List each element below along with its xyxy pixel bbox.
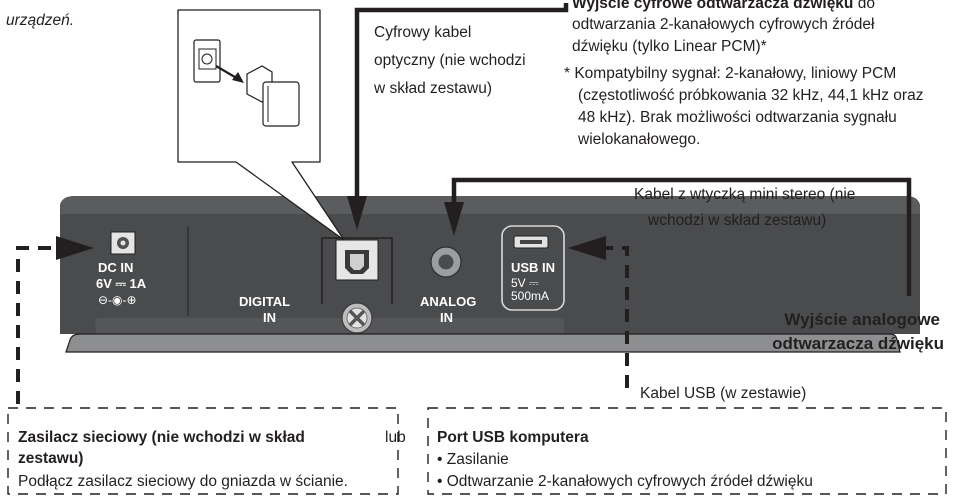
usb-voltage-label: 5V ⎓: [511, 276, 539, 290]
ac-adapter-cable-arrow: [16, 236, 94, 404]
usb-cable-label: Kabel USB (w zestawie): [640, 385, 807, 402]
ac-adapter-title-line2: zestawu): [18, 450, 84, 467]
analog-output-line1: Wyjście analogowe: [784, 310, 940, 329]
ac-adapter-title-line1: Zasilacz sieciowy (nie wchodzi w skład: [18, 429, 305, 446]
usb-in-label: USB IN: [511, 260, 555, 275]
digital-label-line2: IN: [263, 310, 276, 325]
analog-label-line2: IN: [440, 310, 453, 325]
device-back-panel: [60, 196, 920, 353]
dc-polarity-symbol: ⊖-◉-⊕: [98, 293, 137, 307]
pc-usb-box: [427, 407, 947, 495]
digital-output-title: Wyjście cyfrowe odtwarzacza dźwięku: [572, 0, 854, 12]
ac-adapter-instruction: Podłącz zasilacz sieciowy do gniazda w ś…: [18, 473, 348, 490]
optical-cable-line1: Cyfrowy kabel: [374, 24, 472, 41]
compatibility-note-line4: wielokanałowego.: [578, 131, 701, 148]
digital-output-title-suffix: do: [853, 0, 875, 12]
dc-rating-label: 6V ⎓ 1A: [96, 276, 147, 291]
ac-adapter-box: [7, 407, 399, 495]
compatibility-note-line3: 48 kHz). Brak możliwości odtwarzania syg…: [578, 109, 897, 126]
compatibility-note-line1: * Kompatybilny sygnał: 2-kanałowy, linio…: [564, 65, 897, 82]
pc-usb-bullet-power: • Zasilanie: [437, 451, 509, 468]
mini-stereo-cable-arrow: [444, 177, 912, 296]
dc-in-label: DC IN: [98, 260, 133, 275]
analog-output-line2: odtwarzacza dźwięku: [772, 334, 944, 353]
optical-cable-line3: w skład zestawu): [374, 80, 493, 97]
pc-usb-bullet-playback: • Odtwarzanie 2-kanałowych cyfrowych źró…: [437, 473, 813, 490]
usb-cable-arrow: [568, 236, 629, 388]
digital-output-title-row: Wyjście cyfrowe odtwarzacza dźwięku do: [572, 0, 875, 14]
usb-current-label: 500mA: [511, 289, 549, 303]
digital-output-line2: dźwięku (tylko Linear PCM)*: [572, 38, 767, 55]
mini-stereo-line1: Kabel z wtyczką mini stereo (nie: [634, 186, 856, 203]
usb-in-port: [501, 225, 565, 311]
analog-label-line1: ANALOG: [420, 294, 476, 309]
dc-in-jack: [110, 231, 136, 255]
pc-usb-title: Port USB komputera: [437, 429, 589, 446]
plug-insertion-callout: [177, 9, 345, 241]
optical-cable-line2: optyczny (nie wchodzi: [374, 52, 526, 69]
digital-output-line1: odtwarzania 2-kanałowych cyfrowych źróde…: [572, 16, 875, 33]
mini-stereo-line2: wchodzi w skład zestawu): [648, 212, 827, 229]
digital-label-line1: DIGITAL: [239, 294, 290, 309]
compatibility-note-line2: (częstotliwość próbkowania 32 kHz, 44,1 …: [578, 87, 924, 104]
optical-cable-arrow: [347, 3, 569, 230]
or-label: lub: [385, 429, 406, 446]
digital-in-port: [321, 237, 393, 304]
analog-in-jack: [430, 246, 462, 278]
screw: [341, 302, 373, 334]
intro-fragment: urządzeń.: [6, 12, 75, 29]
